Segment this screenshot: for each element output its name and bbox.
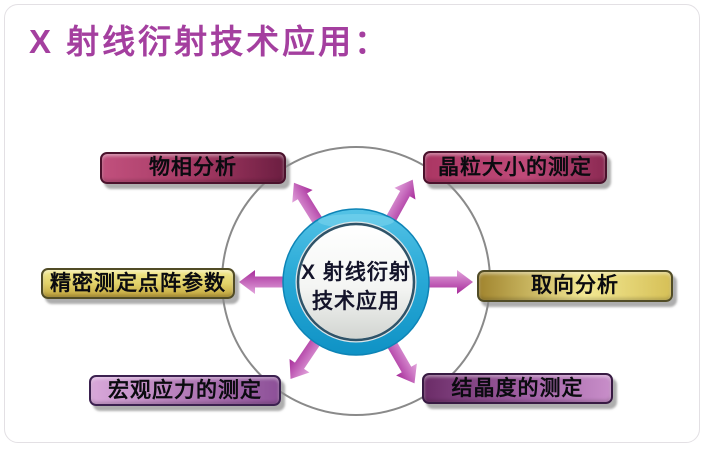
hub-label: X 射线衍射 技术应用 (266, 258, 446, 316)
node-macro-stress-measurement: 宏观应力的测定 (89, 375, 281, 406)
node-grain-size-measurement: 晶粒大小的测定 (423, 151, 607, 184)
hub-label-line2: 技术应用 (266, 287, 446, 316)
xrd-applications-diagram: X 射线衍射 技术应用 物相分析 晶粒大小的测定 精密测定点阵参数 取向分析 宏… (5, 5, 699, 442)
node-crystallinity-measurement: 结晶度的测定 (422, 373, 613, 404)
slide-card: X 射线衍射技术应用： (4, 4, 700, 443)
node-orientation-analysis: 取向分析 (477, 270, 673, 302)
hub-label-line1: X 射线衍射 (266, 258, 446, 287)
node-phase-analysis: 物相分析 (100, 152, 286, 184)
node-lattice-parameter-precision: 精密测定点阵参数 (41, 268, 235, 299)
